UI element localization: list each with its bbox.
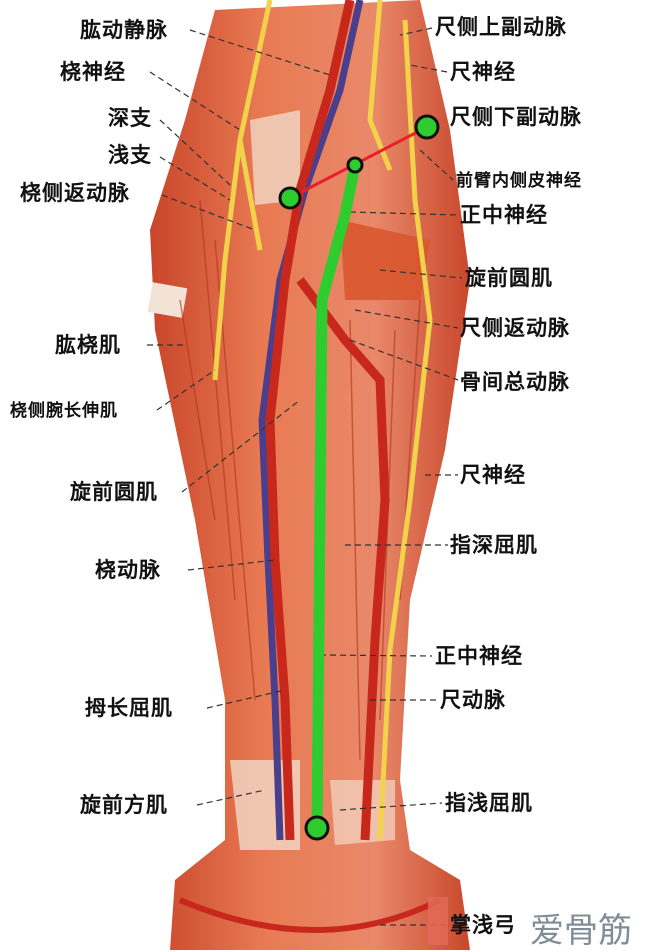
label-superficial-palmar-arch: 掌浅弓 [450, 913, 516, 937]
label-flexor-pollicis-longus: 拇长屈肌 [85, 696, 173, 720]
label-ulnar-nerve: 尺神经 [460, 463, 526, 487]
label-flexor-digitorum-profundus: 指深屈肌 [450, 533, 538, 557]
retractor [147, 282, 188, 318]
marker-point [346, 156, 364, 174]
label-median-nerve-top: 正中神经 [460, 203, 548, 227]
tendon [250, 110, 300, 205]
label-ulnar-nerve-top: 尺神经 [450, 60, 516, 84]
nerves [212, 0, 433, 841]
label-median-nerve: 正中神经 [435, 644, 523, 668]
leader-lines [147, 27, 463, 926]
marker-point [278, 186, 302, 210]
label-radial-nerve: 桡神经 [60, 60, 126, 84]
label-radial-artery: 桡动脉 [95, 558, 161, 582]
label-pronator-teres-left: 旋前圆肌 [70, 480, 158, 504]
label-inferior-ulnar-collateral-artery: 尺侧下副动脉 [450, 105, 582, 129]
label-pronator-teres-right: 旋前圆肌 [465, 266, 553, 290]
label-superficial-branch: 浅支 [108, 143, 152, 167]
label-brachial-vessels: 肱动静脉 [80, 18, 168, 42]
label-superior-ulnar-collateral-artery: 尺侧上副动脉 [435, 15, 567, 39]
label-flexor-digitorum-superficialis: 指浅屈肌 [445, 791, 533, 815]
label-common-interosseous-artery: 骨间总动脉 [460, 370, 570, 394]
median-nerve-highlight [311, 159, 361, 834]
veins [258, 0, 364, 841]
watermark: 爱骨筋 [530, 911, 632, 951]
marker-point [414, 114, 440, 140]
label-pronator-quadratus: 旋前方肌 [80, 793, 168, 817]
arteries [178, 0, 442, 933]
label-deep-branch: 深支 [108, 106, 152, 130]
label-ulnar-artery: 尺动脉 [440, 688, 506, 712]
label-medial-antebrachial-cutaneous-nerve: 前臂内侧皮神经 [456, 171, 582, 191]
label-radial-recurrent-artery: 桡侧返动脉 [20, 181, 130, 205]
pronator-teres-muscle [340, 220, 430, 300]
watermark-seal [428, 897, 448, 945]
label-brachioradialis: 肱桡肌 [55, 333, 121, 357]
label-extensor-carpi-radialis-longus: 桡侧腕长伸肌 [10, 401, 118, 421]
marker-point [304, 815, 330, 841]
label-ulnar-recurrent-artery: 尺侧返动脉 [460, 316, 570, 340]
